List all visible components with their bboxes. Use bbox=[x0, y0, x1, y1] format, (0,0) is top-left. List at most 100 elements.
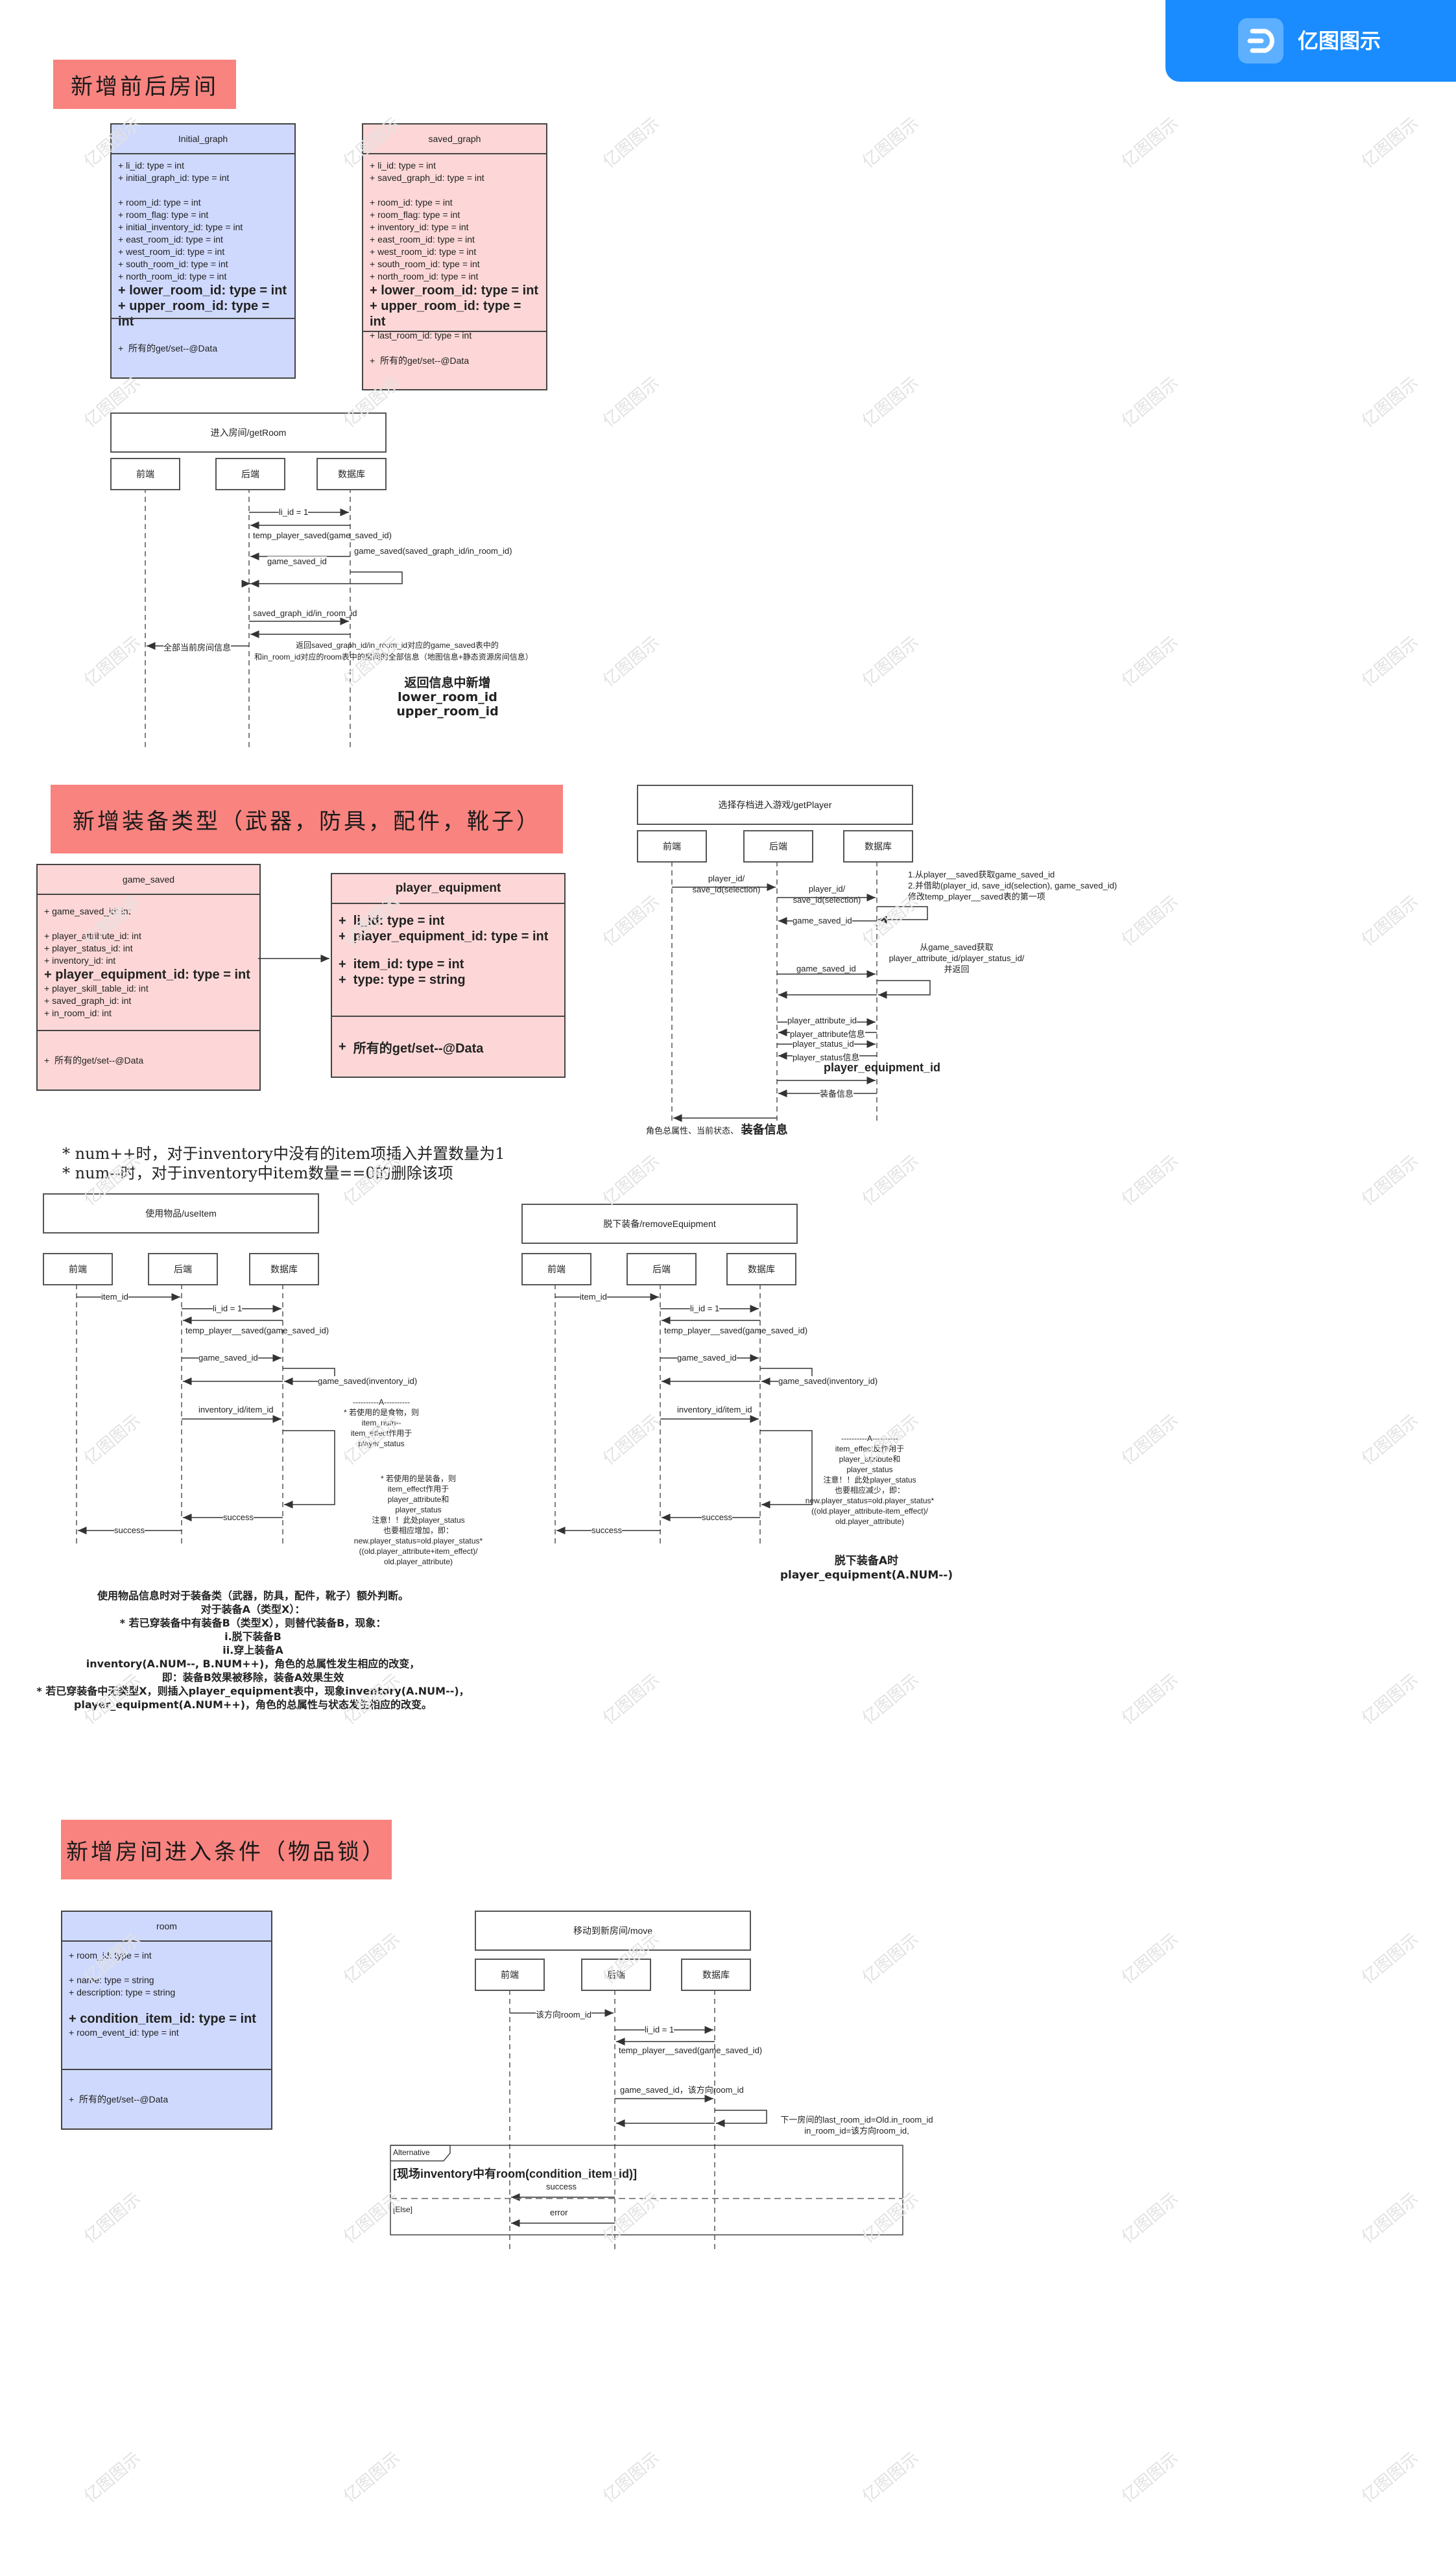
msg: 角色总属性、当前状态、 装备信息 bbox=[646, 1123, 788, 1136]
msg: game_saved_id，该方向room_id bbox=[620, 2085, 744, 2095]
seq-title-getroom: 进入房间/getRoom bbox=[110, 412, 387, 453]
participant-back: 后端 bbox=[743, 830, 813, 863]
msg: inventory_id/item_id bbox=[677, 1405, 752, 1414]
participant-front: 前端 bbox=[43, 1253, 113, 1285]
participant-db: 数据库 bbox=[249, 1253, 319, 1285]
msg: player_attribute_id bbox=[787, 1016, 857, 1025]
msg: game_saved_id bbox=[796, 964, 856, 973]
alt-frame-label: Alternative bbox=[393, 2148, 430, 2157]
msg: inventory_id/item_id bbox=[198, 1405, 274, 1414]
seq-title-move: 移动到新房间/move bbox=[475, 1911, 751, 1951]
class-title: game_saved bbox=[38, 865, 259, 895]
class-title: player_equipment bbox=[332, 874, 564, 904]
msg: success bbox=[223, 1512, 254, 1522]
msg: 该方向room_id bbox=[536, 2008, 591, 2020]
msg: player_status_id bbox=[793, 1039, 854, 1049]
msg: temp_player__saved(game_saved_id) bbox=[185, 1326, 329, 1335]
msg: error bbox=[550, 2208, 568, 2217]
participant-front: 前端 bbox=[521, 1253, 591, 1285]
msg: 全部当前房间信息 bbox=[163, 641, 232, 653]
class-fields: + room_id: type = int + name: type = str… bbox=[69, 1950, 256, 2038]
msg: player_equipment_id bbox=[824, 1061, 941, 1074]
inventory-notes: * num++时，对于inventory中没有的item项插入并置数量为1* n… bbox=[62, 1145, 505, 1182]
class-methods: + 所有的get/set--@Data bbox=[62, 2069, 271, 2128]
class-fields: + game_saved_id: int + player_attribute_… bbox=[44, 906, 250, 1018]
msg: success bbox=[591, 1525, 622, 1535]
seq-title-getplayer: 选择存档进入游戏/getPlayer bbox=[637, 785, 913, 825]
section-title-rooms: 新增前后房间 bbox=[53, 60, 236, 109]
msg: success bbox=[702, 1512, 732, 1522]
brand-logo-icon bbox=[1238, 18, 1283, 64]
section-title-room-lock: 新增房间进入条件（物品锁） bbox=[61, 1820, 392, 1879]
msg: game_saved_id bbox=[198, 1353, 258, 1363]
msg: temp_player_saved(game_saved_id) bbox=[253, 530, 392, 540]
msg: temp_player__saved(game_saved_id) bbox=[619, 2045, 763, 2055]
msg: player_attribute信息 bbox=[790, 1027, 865, 1040]
msg: success bbox=[114, 1525, 145, 1535]
alt-condition: [现场inventory中有room(condition_item_id)] bbox=[393, 2167, 638, 2180]
participant-back: 后端 bbox=[215, 458, 285, 490]
class-player-equipment: player_equipment + li_id: type = int + p… bbox=[331, 873, 566, 1078]
msg: 装备信息 bbox=[820, 1087, 854, 1099]
msg: item_id bbox=[101, 1292, 128, 1302]
class-game-saved: game_saved + game_saved_id: int + player… bbox=[36, 864, 261, 1091]
class-title: Initial_graph bbox=[112, 125, 294, 154]
participant-back: 后端 bbox=[627, 1253, 697, 1285]
class-methods: + 所有的get/set--@Data bbox=[38, 1030, 259, 1090]
class-saved-graph: saved_graph + li_id: type = int + saved_… bbox=[362, 123, 547, 390]
msg: item_id bbox=[580, 1292, 607, 1302]
class-title: room bbox=[62, 1912, 271, 1942]
participant-front: 前端 bbox=[110, 458, 180, 490]
msg: player_status信息 bbox=[793, 1051, 860, 1063]
msg: li_id = 1 bbox=[645, 2025, 674, 2034]
class-title: saved_graph bbox=[363, 125, 546, 154]
msg: game_saved(saved_graph_id/in_room_id) bbox=[354, 546, 512, 556]
class-fields: + li_id: type = int + player_equipment_i… bbox=[339, 914, 549, 987]
msg: li_id = 1 bbox=[279, 507, 309, 517]
msg: game_saved_id bbox=[677, 1353, 737, 1363]
participant-back: 后端 bbox=[148, 1253, 218, 1285]
class-initial-graph: Initial_graph + li_id: type = int + init… bbox=[110, 123, 296, 379]
msg: game_saved_id bbox=[793, 916, 852, 925]
participant-front: 前端 bbox=[475, 1959, 545, 1991]
seq-title-useitem: 使用物品/useItem bbox=[43, 1193, 319, 1233]
seq-title-remove: 脱下装备/removeEquipment bbox=[521, 1204, 798, 1244]
msg: game_saved(inventory_id) bbox=[778, 1376, 878, 1386]
participant-front: 前端 bbox=[637, 830, 707, 863]
class-fields: + li_id: type = int + saved_graph_id: ty… bbox=[370, 160, 539, 340]
msg: temp_player__saved(game_saved_id) bbox=[664, 1326, 808, 1335]
msg: player_id/save_id(selection) bbox=[692, 874, 761, 894]
class-methods: + 所有的get/set--@Data bbox=[363, 331, 546, 389]
alt-else: [Else] bbox=[393, 2205, 413, 2214]
brand-banner: 亿图图示 bbox=[1165, 0, 1456, 82]
msg: li_id = 1 bbox=[213, 1304, 243, 1313]
brand-name: 亿图图示 bbox=[1298, 29, 1381, 53]
participant-db: 数据库 bbox=[316, 458, 387, 490]
class-room: room + room_id: type = int + name: type … bbox=[61, 1911, 272, 2130]
class-methods: + 所有的get/set--@Data bbox=[112, 318, 294, 377]
participant-db: 数据库 bbox=[726, 1253, 796, 1285]
msg: 返回saved_graph_id/in_room_id对应的game_saved… bbox=[296, 641, 499, 650]
participant-db: 数据库 bbox=[681, 1959, 751, 1991]
use-item-notes: 使用物品信息时对于装备类（武器，防具，配件，靴子）额外判断。对于装备A（类型X）… bbox=[36, 1590, 470, 1711]
msg: li_id = 1 bbox=[690, 1304, 720, 1313]
msg: player_id/save_id(selection) bbox=[793, 884, 861, 905]
section-title-equipment: 新增装备类型（武器，防具，配件，靴子） bbox=[51, 785, 563, 853]
msg: success bbox=[546, 2182, 577, 2191]
class-fields: + li_id: type = int + initial_graph_id: … bbox=[118, 160, 287, 329]
class-methods: + 所有的get/set--@Data bbox=[332, 1016, 564, 1077]
msg: game_saved_id bbox=[267, 556, 327, 566]
msg: saved_graph_id/in_room_id bbox=[253, 608, 357, 618]
msg: game_saved(inventory_id) bbox=[318, 1376, 418, 1386]
msg: 和in_room_id对应的room表中的房间的全部信息（地图信息+静态资源房间… bbox=[254, 652, 533, 661]
participant-back: 后端 bbox=[581, 1959, 651, 1991]
